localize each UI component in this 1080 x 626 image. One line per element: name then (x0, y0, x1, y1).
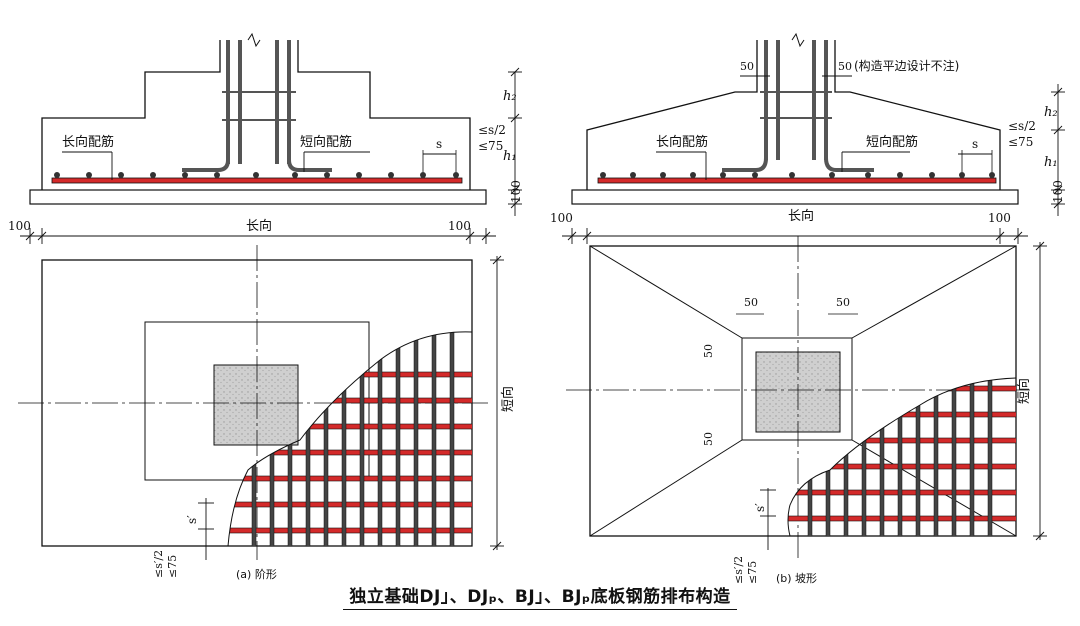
dim-50-plan-left-top: 50 (702, 344, 715, 358)
section-a-stepped: 长向配筋 短向配筋 s ≤s/2 ≤75 h₂ h₁ 100 100 100 长… (8, 32, 523, 244)
short-dir-label-a: 短向 (500, 386, 516, 412)
h2-label-b: h₂ (1044, 105, 1058, 120)
spacing-s-prime-a: s′ (185, 515, 199, 524)
dim-50-b-right: 50 (838, 60, 852, 73)
spacing-s-a: s (436, 137, 442, 151)
caption-b: (b) 坡形 (776, 572, 817, 585)
short-dir-label-b: 短向 (1016, 378, 1032, 404)
cover-75-b-plan: ≤75 (746, 561, 759, 584)
blinding-layer-b (571, 189, 1019, 205)
dim-50-plan-left-bottom: 50 (702, 432, 715, 446)
short-rebar-label-a: 短向配筋 (300, 134, 352, 150)
dim-50-b-left: 50 (740, 60, 754, 73)
rebar-dots-a (54, 172, 459, 178)
h2-label-a: h₂ (503, 89, 517, 104)
spacing-s-b: s (972, 137, 978, 151)
cover-half-s-a: ≤s/2 (478, 123, 506, 137)
long-dir-label-a: 长向 (246, 218, 272, 234)
cover-75-b: ≤75 (1008, 135, 1033, 149)
plan-a-stepped: 短向 s′ ≤s′/2 ≤75 (a) 阶形 (18, 245, 516, 581)
cover-half-s-prime-a: ≤s′/2 (152, 550, 165, 578)
short-rebar-label-b: 短向配筋 (866, 134, 918, 150)
long-rebar-label-a: 长向配筋 (62, 134, 114, 150)
dim-100-b-left: 100 (550, 211, 573, 225)
figure-title-text: 独立基础DJ」、DJₚ、BJ」、BJₚ底板钢筋排布构造 (343, 587, 737, 610)
column-bars-a (182, 40, 332, 172)
dim-50-plan-top-left: 50 (744, 296, 758, 309)
cover-half-s-b: ≤s/2 (1008, 119, 1036, 133)
dim-100-b-right2: 100 (988, 211, 1011, 225)
dim-100-b-right: 100 (1051, 180, 1065, 203)
cover-75-a-plan: ≤75 (166, 555, 179, 578)
blinding-layer-a (29, 189, 487, 205)
long-rebar-a (51, 177, 463, 184)
long-rebar-label-b: 长向配筋 (656, 134, 708, 150)
rebar-dots-b (600, 172, 995, 178)
figure-title: 独立基础DJ」、DJₚ、BJ」、BJₚ底板钢筋排布构造 (0, 582, 1080, 610)
column-bars-b (722, 40, 874, 172)
spacing-s-prime-b: s′ (753, 503, 767, 512)
cover-75-a: ≤75 (478, 139, 503, 153)
note-slope-edge: (构造平边设计不注) (854, 58, 959, 73)
h1-label-b: h₁ (1044, 155, 1058, 170)
h1-label-a: h₁ (503, 149, 517, 164)
caption-a: (a) 阶形 (236, 567, 277, 581)
section-b-sloped: 长向配筋 短向配筋 50 50 (构造平边设计不注) s ≤s/2 ≤75 h₂… (550, 32, 1065, 244)
dim-100-a-right2: 100 (448, 219, 471, 233)
dim-100-a-left: 100 (8, 219, 31, 233)
column-a (213, 364, 299, 446)
plan-b-sloped: 50 50 50 50 (566, 236, 1047, 585)
long-rebar-b (597, 177, 997, 184)
dim-100-a-right: 100 (509, 180, 523, 203)
dim-50-plan-top-right: 50 (836, 296, 850, 309)
long-dir-label-b: 长向 (788, 208, 814, 224)
cover-half-s-prime-b: ≤s′/2 (732, 556, 745, 584)
